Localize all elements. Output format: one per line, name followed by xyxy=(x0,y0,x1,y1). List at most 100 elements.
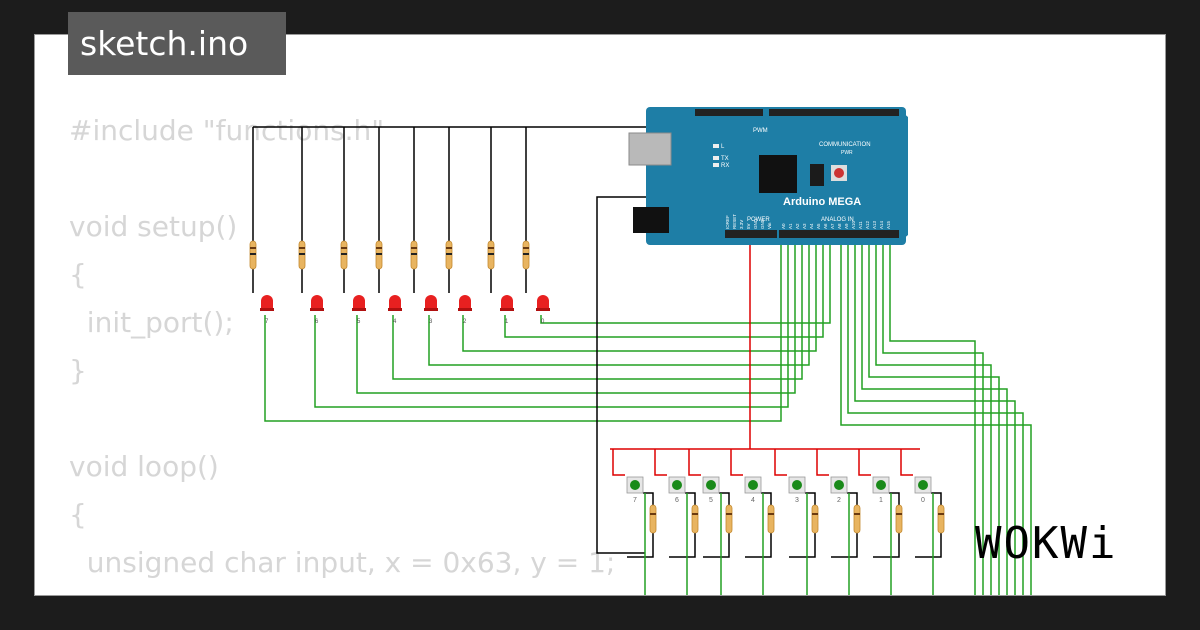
label-rx: RX xyxy=(721,163,729,169)
led-1[interactable]: 1 xyxy=(500,295,514,325)
analog-signal-wire xyxy=(840,245,1032,595)
resistor-band xyxy=(250,247,256,249)
resistor-band xyxy=(376,253,382,255)
resistor xyxy=(767,504,775,534)
led-6[interactable]: 6 xyxy=(310,295,324,325)
led-signal-wire xyxy=(264,245,782,422)
power-pin-label: GND xyxy=(760,218,765,229)
resistor-band xyxy=(446,253,452,255)
button-label: 5 xyxy=(709,497,713,504)
board-name: Arduino MEGA xyxy=(783,196,861,208)
button-label: 1 xyxy=(879,497,883,504)
power-pin-label: 5V xyxy=(746,223,751,229)
analog-pin-label: A15 xyxy=(886,220,891,229)
button-vcc-drop xyxy=(730,449,743,476)
power-pin-label: Vin xyxy=(767,222,772,229)
resistor-gnd-lead xyxy=(703,533,730,558)
button-cap[interactable] xyxy=(918,480,928,490)
reset-button[interactable] xyxy=(834,168,844,178)
led-body xyxy=(537,301,549,309)
resistor xyxy=(649,504,657,534)
pushbutton-1[interactable]: 1 xyxy=(872,476,890,504)
label-communication: COMMUNICATION xyxy=(819,142,871,148)
resistor-band xyxy=(488,247,494,249)
led-5[interactable]: 5 xyxy=(352,295,366,325)
button-cap[interactable] xyxy=(876,480,886,490)
led-4[interactable]: 4 xyxy=(388,295,402,325)
pushbutton-3[interactable]: 3 xyxy=(788,476,806,504)
button-lead xyxy=(719,492,730,505)
led-label: 3 xyxy=(429,319,433,325)
led-2[interactable]: 2 xyxy=(458,295,472,325)
analog-signal-wire xyxy=(854,245,1016,595)
led-rim xyxy=(458,308,472,311)
led-label: 6 xyxy=(315,319,319,325)
button-label: 4 xyxy=(751,497,755,504)
gnd-loop xyxy=(596,196,673,554)
led-resistors xyxy=(249,240,530,270)
power-pin-label: RESET xyxy=(732,214,737,229)
button-cap[interactable] xyxy=(672,480,682,490)
analog-signal-wire xyxy=(868,245,1000,595)
led-signal-wire xyxy=(428,245,810,366)
button-cap[interactable] xyxy=(706,480,716,490)
wokwi-logo: WOKWi xyxy=(975,518,1118,569)
analog-pin-label: A10 xyxy=(851,220,856,229)
analog-pin-label: A7 xyxy=(830,223,835,229)
power-pin-label: GND xyxy=(753,218,758,229)
mcu-chip xyxy=(759,155,797,193)
digital-header-2 xyxy=(769,109,899,116)
led-signal-wire xyxy=(504,245,824,338)
resistor-band xyxy=(341,247,347,249)
pushbutton-0[interactable]: 0 xyxy=(914,476,932,504)
led-body xyxy=(425,301,437,309)
label-pwr: PWR xyxy=(841,150,853,156)
led-tx xyxy=(713,156,719,160)
led-3[interactable]: 3 xyxy=(424,295,438,325)
led-0[interactable]: 0 xyxy=(536,295,550,325)
led-body xyxy=(311,301,323,309)
button-cap[interactable] xyxy=(748,480,758,490)
resistor-band xyxy=(768,513,774,515)
pushbutton-5[interactable]: 5 xyxy=(702,476,720,504)
analog-pin-label: A9 xyxy=(844,223,849,229)
button-cap[interactable] xyxy=(834,480,844,490)
analog-pin-label: A3 xyxy=(802,223,807,229)
button-resistors xyxy=(649,504,945,534)
led-rim xyxy=(352,308,366,311)
resistor-band xyxy=(812,513,818,515)
button-label: 7 xyxy=(633,497,637,504)
pushbutton-6[interactable]: 6 xyxy=(668,476,686,504)
led-rx xyxy=(713,163,719,167)
resistor-band xyxy=(523,247,529,249)
sketch-title: sketch.ino xyxy=(68,12,286,75)
power-pin-label: 3.3V xyxy=(739,220,744,229)
button-lead xyxy=(889,492,900,505)
resistor-band xyxy=(650,513,656,515)
resistor xyxy=(853,504,861,534)
arduino-mega-board[interactable]: L TX RX PWM COMMUNICATION PWR POWER ANAL… xyxy=(628,107,908,245)
resistor-band xyxy=(341,253,347,255)
resistor-band xyxy=(938,513,944,515)
analog-pin-label: A6 xyxy=(823,223,828,229)
wires xyxy=(252,115,1032,595)
pushbutton-4[interactable]: 4 xyxy=(744,476,762,504)
pushbutton-7[interactable]: 7 xyxy=(626,476,644,504)
label-tx: TX xyxy=(721,156,729,162)
resistor-band xyxy=(250,253,256,255)
pushbutton-2[interactable]: 2 xyxy=(830,476,848,504)
led-l xyxy=(713,144,719,148)
led-7[interactable]: 7 xyxy=(260,295,274,325)
led-label: 4 xyxy=(393,319,397,325)
button-label: 2 xyxy=(837,497,841,504)
resistor-band xyxy=(692,513,698,515)
resistor-band xyxy=(854,513,860,515)
led-label: 5 xyxy=(357,319,361,325)
button-cap[interactable] xyxy=(630,480,640,490)
button-cap[interactable] xyxy=(792,480,802,490)
led-label: 2 xyxy=(463,319,467,325)
preview-card: #include "functions.h" void setup() { in… xyxy=(34,34,1166,596)
analog-pin-label: A0 xyxy=(781,223,786,229)
digital-header-1 xyxy=(695,109,763,116)
led-rim xyxy=(310,308,324,311)
